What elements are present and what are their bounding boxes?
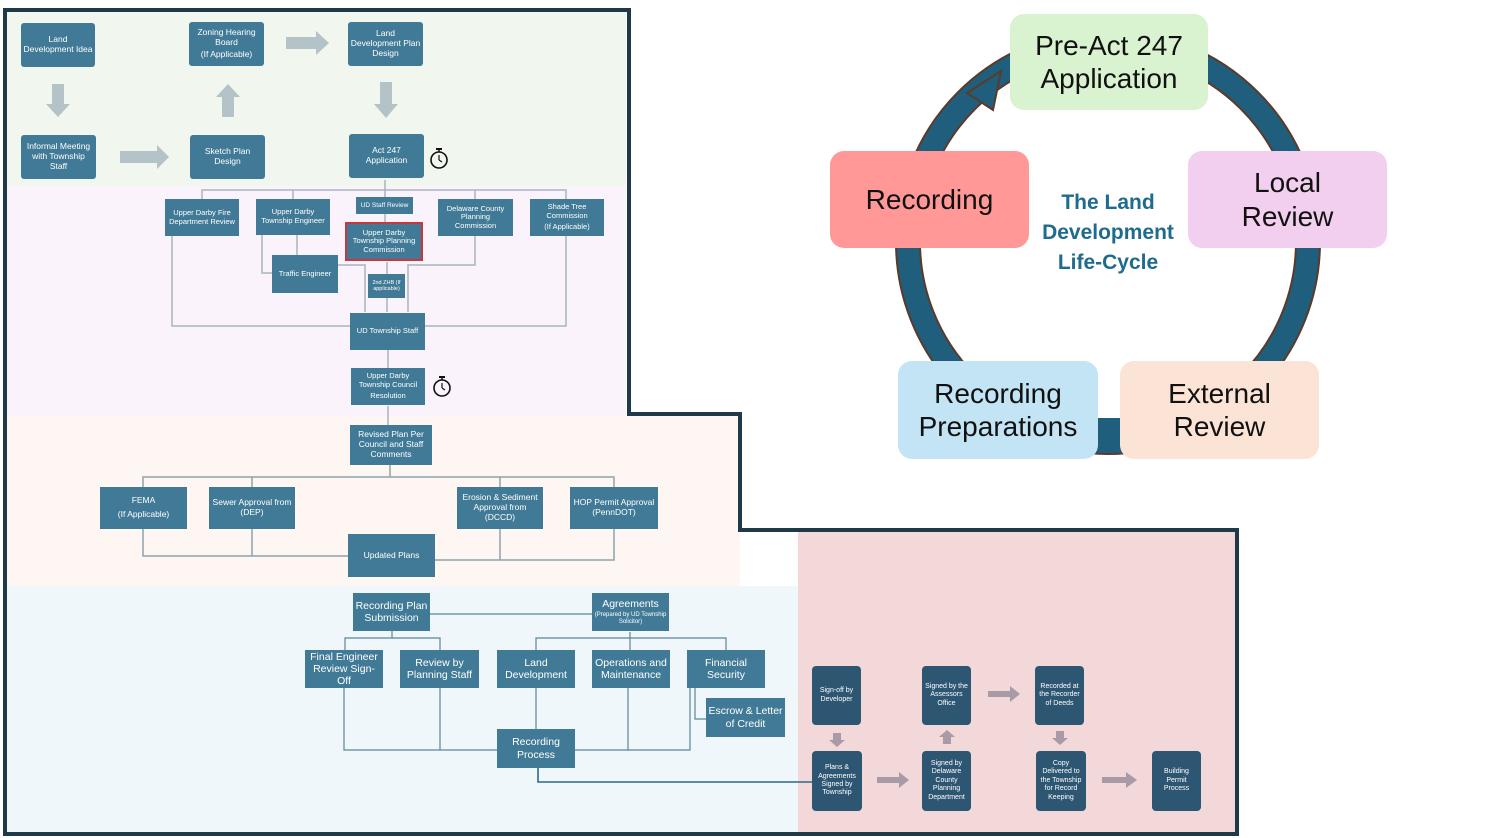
cycle-title: The Land Development Life-Cycle xyxy=(1030,188,1186,278)
cycle-title-line: Development xyxy=(1042,221,1174,245)
council-resolution-box: Upper Darby Township Council Resolution xyxy=(351,368,425,405)
traffic-engineer-box: Traffic Engineer xyxy=(272,255,338,293)
ud-township-staff-box: UD Township Staff xyxy=(350,313,425,350)
plans-signed-by-township-box: Plans & Agreements Signed by Township xyxy=(812,751,862,811)
planning-staff-review-box: Review by Planning Staff xyxy=(400,650,479,688)
stopwatch-icon xyxy=(433,376,451,397)
informal-meeting-box: Informal Meeting with Township Staff xyxy=(21,135,96,179)
cycle-title-line: The Land xyxy=(1061,191,1155,214)
erosion-sediment-box: Erosion & Sediment Approval from (DCCD) xyxy=(457,487,543,529)
zoning-board-label: Zoning Hearing Board xyxy=(197,26,256,47)
delaware-county-planning-box: Delaware County Planning Commission xyxy=(438,199,513,236)
land-dev-plan-design-box: Land Development Plan Design xyxy=(348,22,423,66)
cycle-arrowhead xyxy=(965,68,1003,112)
stage-label-line: Review xyxy=(1241,200,1334,232)
cycle-stage-recording: Recording xyxy=(830,151,1029,248)
shade-tree-label: Shade Tree Commission xyxy=(546,202,588,220)
act-247-application-box: Act 247 Application xyxy=(349,134,424,178)
stage-label-line: Preparations xyxy=(918,411,1078,442)
signoff-by-developer-box: Sign-off by Developer xyxy=(812,666,861,725)
stage-label-line: Pre-Act 247 xyxy=(1035,29,1183,61)
zoning-hearing-board-box: Zoning Hearing Board (If Applicable) xyxy=(189,22,264,66)
zoning-board-sublabel: (If Applicable) xyxy=(200,49,253,60)
stage-label-line: Application xyxy=(1040,63,1178,94)
signed-by-assessors-box: Signed by the Assessors Office xyxy=(922,666,971,725)
agreements-box: Agreements (Prepared by UD Township Soli… xyxy=(592,593,669,631)
sewer-approval-box: Sewer Approval from (DEP) xyxy=(209,487,295,529)
building-permit-process-box: Building Permit Process xyxy=(1152,751,1201,811)
planning-commission-box: Upper Darby Township Planning Commission xyxy=(345,222,423,261)
ud-staff-review-box: UD Staff Review xyxy=(356,197,413,214)
agreements-label: Agreements xyxy=(602,598,659,611)
stage-label-line: Local xyxy=(1254,167,1321,199)
signed-by-delco-planning-box: Signed by Delaware County Planning Depar… xyxy=(922,751,971,811)
stopwatch-icon xyxy=(430,148,448,169)
final-engineer-signoff-box: Final Engineer Review Sign-Off xyxy=(305,650,383,688)
council-label: Upper Darby Township Council xyxy=(358,371,418,389)
financial-security-box: Financial Security xyxy=(687,650,765,688)
second-zhb-box: 2nd ZHB (If applicable) xyxy=(368,274,405,298)
fema-label: FEMA xyxy=(131,495,156,506)
hop-permit-box: HOP Permit Approval (PennDOT) xyxy=(570,487,658,529)
council-sublabel: Resolution xyxy=(370,391,406,401)
shade-tree-sublabel: (If Applicable) xyxy=(544,222,590,232)
cycle-title-line: Life-Cycle xyxy=(1057,251,1159,275)
fire-department-review-box: Upper Darby Fire Department Review xyxy=(165,199,239,236)
fema-sublabel: (If Applicable) xyxy=(117,509,170,519)
updated-plans-box: Updated Plans xyxy=(348,534,435,577)
revised-plan-box: Revised Plan Per Council and Staff Comme… xyxy=(350,425,432,465)
sketch-plan-box: Sketch Plan Design xyxy=(190,135,265,179)
copy-delivered-box: Copy Delivered to the Township for Recor… xyxy=(1036,751,1086,811)
land-development-idea-box: Land Development Idea xyxy=(21,23,95,67)
band-pre-application xyxy=(4,10,626,186)
escrow-letter-credit-box: Escrow & Letter of Credit xyxy=(706,698,785,737)
township-engineer-box: Upper Darby Township Engineer xyxy=(256,199,330,235)
fema-box: FEMA (If Applicable) xyxy=(100,487,187,529)
recording-process-box: Recording Process xyxy=(497,729,575,768)
recorded-at-recorder-box: Recorded at the Recorder of Deeds xyxy=(1035,666,1084,725)
recording-plan-submission-box: Recording Plan Submission xyxy=(353,593,430,631)
agreements-sublabel: (Prepared by UD Township Solicitor) xyxy=(594,612,667,626)
stage-label-line: Recording xyxy=(865,183,994,215)
stage-label-line: Recording xyxy=(934,377,1062,409)
operations-maintenance-box: Operations and Maintenance xyxy=(592,650,670,688)
land-development-box: Land Development xyxy=(497,650,575,688)
stage-label-line: External xyxy=(1168,377,1271,409)
stage-label-line: Review xyxy=(1173,411,1266,442)
shade-tree-commission-box: Shade Tree Commission (If Applicable) xyxy=(530,199,604,236)
